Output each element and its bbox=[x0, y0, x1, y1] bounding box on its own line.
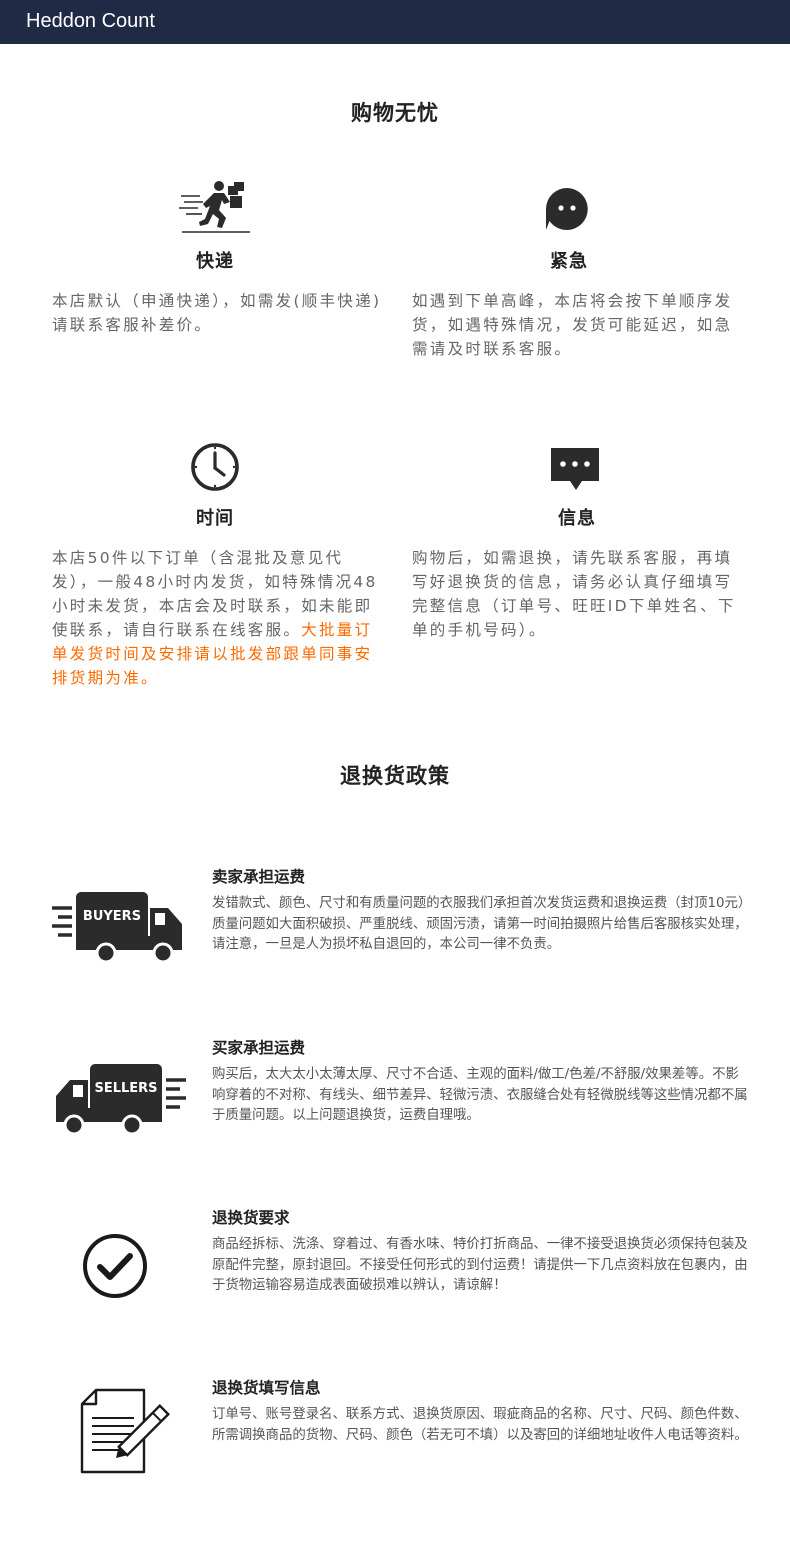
policy-desc-return-requirements: 商品经拆标、洗涤、穿着过、有香水味、特价打折商品、一律不接受退换货必须保持包装及… bbox=[212, 1237, 748, 1293]
section-title-worry-free: 购物无忧 bbox=[351, 101, 439, 125]
message-icon bbox=[551, 448, 599, 490]
feature-desc-time: 本店50件以下订单（含混批及意见代发），一般48小时内发货，如特殊情况48小时未… bbox=[52, 549, 378, 687]
urgent-chat-icon bbox=[546, 188, 588, 230]
clock-icon bbox=[191, 443, 239, 491]
delivery-man-icon bbox=[179, 181, 250, 233]
policy-title-seller-pays: 卖家承担运费 bbox=[212, 868, 306, 886]
check-circle-icon bbox=[83, 1234, 147, 1298]
feature-title-info: 信息 bbox=[558, 508, 596, 529]
policy-desc-buyer-pays: 购买后，太大太小太薄太厚、尺寸不合适、主观的面料/做工/色差/不舒服/效果差等。… bbox=[212, 1067, 748, 1123]
sellers-truck-label: SELLERS bbox=[94, 1081, 157, 1096]
feature-desc-info: 购物后，如需退换，请先联系客服，再填写好退换货的信息，请务必认真仔细填写完整信息… bbox=[412, 549, 736, 639]
feature-title-time: 时间 bbox=[196, 508, 234, 529]
feature-desc-urgent: 如遇到下单高峰，本店将会按下单顺序发货，如遇特殊情况，发货可能延迟，如急需请及时… bbox=[412, 292, 733, 358]
document-pen-icon bbox=[80, 1388, 170, 1474]
feature-title-express: 快递 bbox=[196, 251, 234, 272]
buyers-truck-label: BUYERS bbox=[83, 909, 141, 924]
feature-desc-express: 本店默认（申通快递），如需发(顺丰快递)请联系客服补差价。 bbox=[52, 292, 382, 334]
policy-desc-seller-pays: 发错款式、颜色、尺寸和有质量问题的衣服我们承担首次发货运费和退换运费（封顶10元… bbox=[212, 896, 752, 952]
policy-desc-return-info: 订单号、账号登录名、联系方式、退换货原因、瑕疵商品的名称、尺寸、尺码、颜色件数、… bbox=[212, 1407, 748, 1443]
brand-name: Heddon Count bbox=[26, 10, 155, 32]
top-header-bar: Heddon Count bbox=[0, 0, 790, 44]
policy-title-buyer-pays: 买家承担运费 bbox=[212, 1039, 306, 1057]
section-title-return-policy: 退换货政策 bbox=[340, 764, 450, 788]
buyers-truck-icon: BUYERS bbox=[52, 892, 182, 964]
sellers-truck-icon: SELLERS bbox=[56, 1064, 186, 1136]
policy-title-return-requirements: 退换货要求 bbox=[212, 1209, 290, 1227]
feature-title-urgent: 紧急 bbox=[550, 251, 588, 272]
policy-title-return-info: 退换货填写信息 bbox=[212, 1379, 321, 1397]
